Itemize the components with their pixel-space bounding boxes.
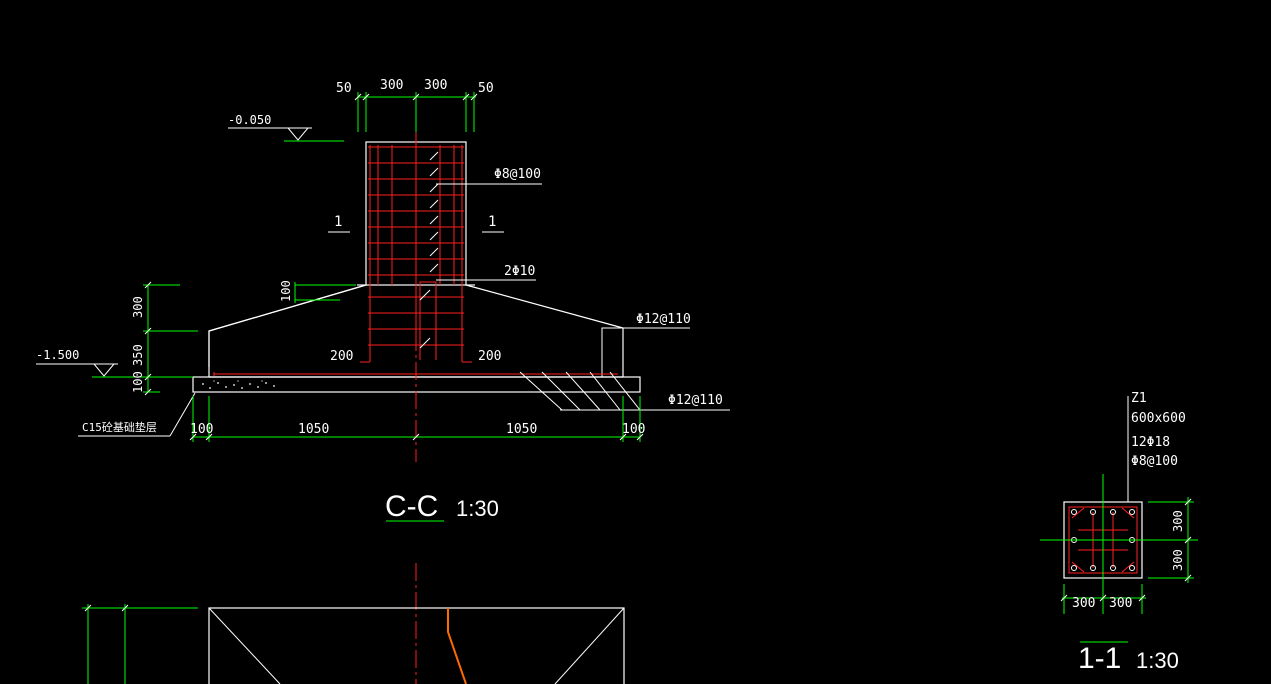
label-stirrup: Φ8@100: [494, 167, 541, 182]
dim-right-300-bottom: 300: [1171, 549, 1185, 571]
section-cc-scale: 1:30: [456, 496, 499, 521]
dim-left-300: 300: [131, 296, 145, 318]
lower-plan-view: [82, 563, 625, 684]
column-id: Z1: [1131, 391, 1147, 406]
orange-break-line: [447, 608, 467, 684]
dim-bottom-300-left: 300: [1072, 596, 1095, 611]
column-size: 600x600: [1131, 411, 1186, 426]
section-cc: 50 300 300 50 -0.050 -1.500 1 1 Φ8@100 2…: [36, 78, 730, 523]
dim-bottom-300-right: 300: [1109, 596, 1132, 611]
label-2phi10: 2Φ10: [504, 264, 535, 279]
hook-right-200: 200: [478, 349, 501, 364]
footing-slope-right: [465, 284, 624, 329]
elevation-top-symbol: [228, 127, 344, 142]
dim-bottom-1050-right: 1050: [506, 422, 537, 437]
label-leaders: [78, 183, 542, 437]
column-section-ticks: [1060, 498, 1192, 602]
elevation-bottom-symbol: [36, 363, 193, 378]
section-cc-title: C-C: [385, 490, 438, 523]
blinding-hatch: [202, 380, 275, 389]
blinding-label: C15砼基础垫层: [82, 420, 157, 434]
stirrups: Φ8@100: [1131, 454, 1178, 469]
elevation-top-label: -0.050: [228, 113, 271, 127]
dim-top-50-right: 50: [478, 81, 494, 96]
footing-right-stub: [601, 327, 624, 378]
section-mark-left: 1: [334, 214, 342, 230]
dim-right-300-top: 300: [1171, 510, 1185, 532]
column-section-axes: [1040, 474, 1198, 643]
hook-left-200: 200: [330, 349, 353, 364]
footing-slope-left: [208, 284, 367, 332]
label-bottom-bar: Φ12@110: [668, 393, 723, 408]
dim-bottom-1050-left: 1050: [298, 422, 329, 437]
label-top-bar: Φ12@110: [636, 312, 691, 327]
dim-bottom-100-left: 100: [190, 422, 213, 437]
section-11-title: 1-1: [1078, 642, 1121, 675]
column-tie-ticks: [419, 151, 439, 349]
column-section-bars: [1071, 509, 1135, 571]
dim-left-350: 350: [131, 344, 145, 366]
dim-100-upper: 100: [279, 280, 293, 302]
section-11: Z1 600x600 12Φ18 Φ8@100: [1040, 391, 1198, 675]
dim-left-100: 100: [131, 371, 145, 393]
dim-top-300-left: 300: [380, 78, 403, 93]
column-rebar: [213, 145, 618, 376]
dim-top-300-right: 300: [424, 78, 447, 93]
dim-bottom-100-right: 100: [622, 422, 645, 437]
bottom-bar-leaders: [519, 327, 730, 411]
elevation-bottom-label: -1.500: [36, 348, 79, 362]
section-mark-right: 1: [488, 214, 496, 230]
section-11-scale: 1:30: [1136, 648, 1179, 673]
dimension-ticks: [144, 93, 644, 441]
main-bars: 12Φ18: [1131, 435, 1170, 450]
dim-top-50-left: 50: [336, 81, 352, 96]
